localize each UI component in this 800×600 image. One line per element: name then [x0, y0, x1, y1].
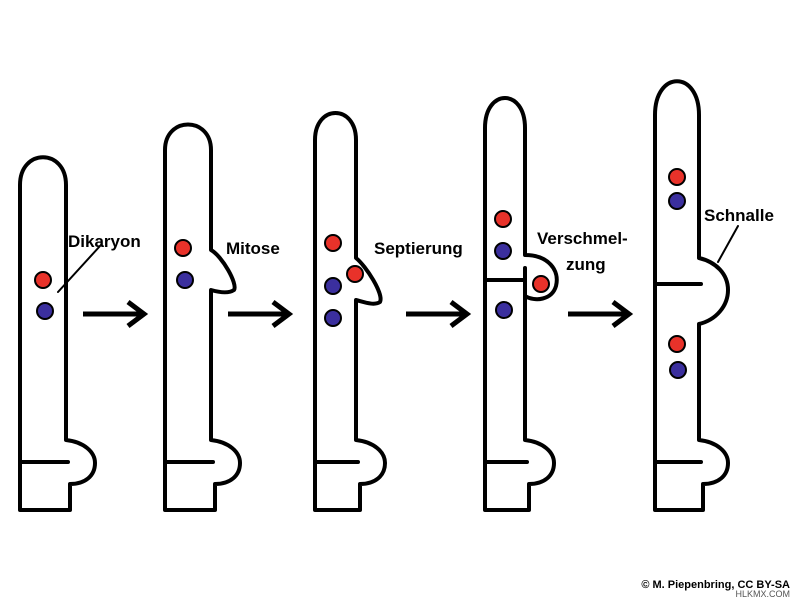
stage-verschmelzung — [483, 96, 559, 512]
nucleus-blue — [668, 192, 686, 210]
stage-septierung — [313, 111, 387, 512]
nucleus-red — [668, 335, 686, 353]
nucleus-red — [174, 239, 192, 257]
arrow-right-icon — [406, 300, 472, 328]
nucleus-blue — [495, 301, 513, 319]
label-verschmelzung-line1: Verschmel- — [537, 229, 628, 248]
nucleus-blue — [324, 309, 342, 327]
copyright-credit: © M. Piepenbring, CC BY-SA — [641, 579, 790, 591]
schnalle-leader-line — [717, 225, 739, 263]
dikaryon-leader-line — [57, 245, 101, 293]
nucleus-red — [532, 275, 550, 293]
nucleus-blue — [669, 361, 687, 379]
nucleus-blue — [176, 271, 194, 289]
nucleus-red — [494, 210, 512, 228]
hypha-outline — [163, 122, 242, 512]
stage-mitose — [163, 122, 242, 512]
hypha-outline — [653, 79, 730, 512]
label-septierung: Septierung — [374, 239, 463, 258]
stage-dikaryon — [18, 155, 101, 512]
arrow-right-icon — [228, 300, 294, 328]
label-verschmelzung-line2: zung — [566, 255, 606, 274]
label-mitose: Mitose — [226, 239, 280, 258]
label-dikaryon: Dikaryon — [68, 232, 141, 251]
watermark: HLKMX.COM — [735, 589, 790, 599]
label-schnalle: Schnalle — [704, 206, 774, 225]
nucleus-red — [668, 168, 686, 186]
nucleus-blue — [324, 277, 342, 295]
hypha-outline — [313, 111, 387, 512]
hypha-outline — [483, 96, 559, 512]
arrow-right-icon — [83, 300, 149, 328]
nucleus-blue — [494, 242, 512, 260]
nucleus-red — [346, 265, 364, 283]
nucleus-red — [324, 234, 342, 252]
nucleus-red — [34, 271, 52, 289]
hypha-outline — [18, 155, 97, 512]
arrow-right-icon — [568, 300, 634, 328]
nucleus-blue — [36, 302, 54, 320]
stage-schnalle — [653, 79, 739, 512]
